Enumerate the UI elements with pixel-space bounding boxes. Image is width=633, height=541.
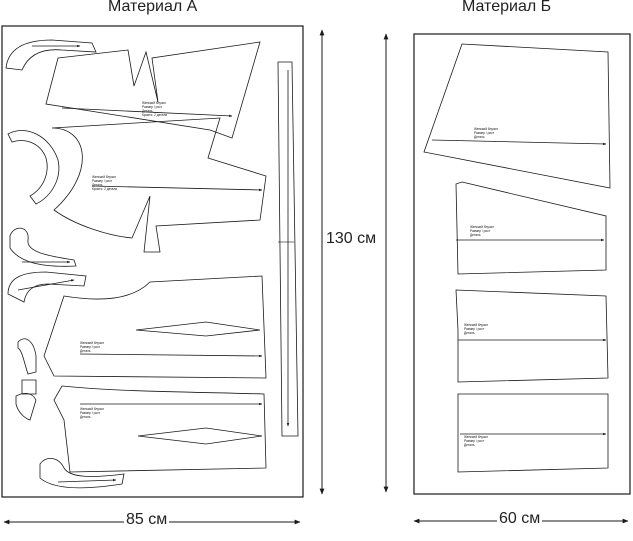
piece-label-line: Деталь [92,183,103,187]
piece-label-line: Женский блузон [80,407,104,411]
piece-label-line: Размер / рост [474,131,495,135]
material-b-width-label: 60 см [497,510,543,528]
grain-line [431,139,607,146]
piece-label-line: Женский блузон [464,323,488,327]
piece-label-line: Женский блузон [464,435,488,439]
material-a-title: Материал А [108,0,198,15]
pattern-piece-side-1 [17,338,37,375]
piece-label-line: Женский блузон [80,341,104,345]
pattern-piece-lower-2 [53,385,267,473]
pattern-piece-side-3 [15,392,37,421]
pattern-piece-front [51,117,267,253]
piece-label-line: Деталь [464,331,475,335]
pattern-piece-hook-1 [9,227,77,267]
pattern-piece-hook-2 [7,271,87,303]
grain-line [91,185,263,192]
piece-labels-b: Женский блузон Размер / рост Деталь Женс… [464,127,498,447]
piece-label-line: Кроить: 2 детали [142,113,167,117]
piece-label-line: Женский блузон [92,175,116,179]
piece-label-line: Деталь [80,349,91,353]
dart [135,321,261,337]
piece-label-line: Деталь [474,135,485,139]
pattern-piece-b2 [455,181,607,275]
pattern-piece-back [45,41,261,139]
pattern-piece-crescent-1 [7,130,60,205]
grain-line [17,279,75,291]
grain-line [61,107,233,118]
piece-label-line: Размер / рост [464,327,485,331]
piece-label-line: Женский блузон [474,127,498,131]
grain-line [57,478,117,483]
piece-labels-a: Женский блузон Размер / рост Деталь Крои… [80,101,167,419]
pattern-piece-lower-1 [43,275,267,379]
pattern-piece-top-strip [5,39,97,71]
material-b-title: Материал Б [462,0,552,15]
pattern-piece-b4 [457,393,609,473]
material-b-sheet [413,33,631,495]
piece-label-line: Размер / рост [464,439,485,443]
piece-label-line: Женский блузон [470,225,494,229]
piece-label-line: Размер / рост [80,411,101,415]
pattern-piece-long-strip [277,61,299,437]
piece-label-line: Кроить: 2 детали [92,187,117,191]
material-a-height-label: 130 см [324,230,379,248]
material-a-sheet [1,25,304,498]
pattern-piece-b3 [455,289,609,383]
piece-label-line: Размер / рост [142,105,163,109]
piece-label-line: Женский блузон [142,101,166,105]
piece-label-line: Деталь [470,233,481,237]
piece-label-line: Размер / рост [470,229,491,233]
pattern-piece-side-2 [21,379,37,395]
material-a-width-label: 85 см [124,511,170,529]
piece-label-line: Размер / рост [92,179,113,183]
piece-label-line: Деталь [142,109,153,113]
piece-label-line: Деталь [80,415,91,419]
pattern-piece-b1 [423,43,611,189]
piece-label-line: Размер / рост [80,345,101,349]
piece-label-line: Деталь [464,443,475,447]
pattern-piece-bottom-hook [39,458,125,489]
dart [137,427,263,445]
grain-line [79,353,263,358]
